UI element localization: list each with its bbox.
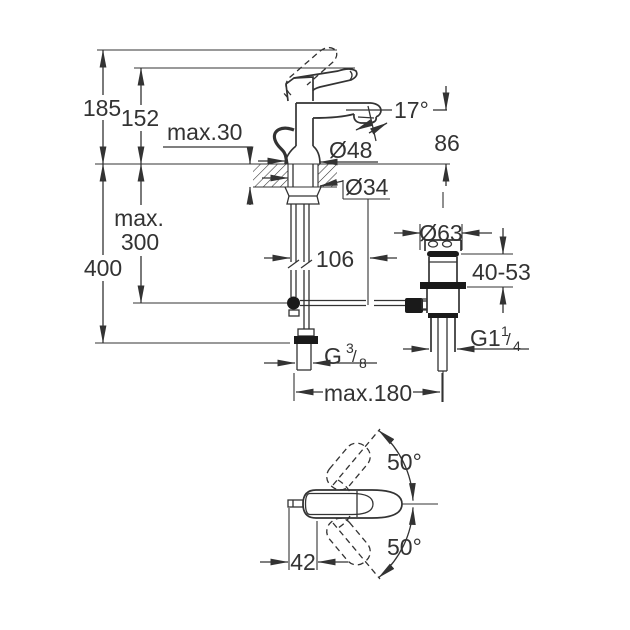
dim-label-g38-prefix: G [324,343,342,369]
swivel-arc-dimensions: 50° 50° [378,430,422,578]
dimension-86: 86 [434,86,460,186]
faucet-body [272,46,382,165]
dim-label-d48: Ø48 [329,137,372,163]
dim-label-max300-line1: max. [114,205,164,231]
dim-label-d34: Ø34 [345,174,389,200]
waste-body-ring [428,313,458,318]
dim-label-50deg-upper: 50° [387,449,422,475]
waste-cap [427,251,459,257]
hose-collar [297,328,315,337]
dimension-185: 185 [83,49,121,165]
dim-label-g114-denominator: 4 [513,338,521,354]
deck-section [253,164,337,205]
dimension-max30: max.30 [163,119,254,205]
mounting-washer [284,186,322,197]
dimension-17deg: 17° [346,97,447,142]
dim-label-50deg-lower: 50° [387,534,422,560]
pipe-break-mark [287,259,300,269]
dimension-d48: Ø48 [258,137,378,166]
handle-top-view [287,489,438,519]
pipe-break-mark [300,259,313,269]
rod-ball-joint [287,296,300,310]
mounting-nut [286,195,320,205]
dim-label-g38-numerator: 3 [346,340,354,356]
dim-label-106: 106 [316,246,354,272]
dim-label-g38-denominator: 8 [359,355,367,371]
dimension-d63: Ø63 [394,192,492,250]
dim-label-17deg: 17° [394,97,429,123]
dimension-40-53: 40-53 [461,228,531,313]
dim-label-152: 152 [121,105,159,131]
dimension-400: 400 [84,163,122,344]
pop-up-rod [287,296,427,317]
pull-rod-knob [272,126,295,165]
lever-position-upper-dashed [326,442,371,491]
deck-hatch-right [318,164,337,187]
supply-pipes [287,204,318,371]
waste-top-hole [441,240,453,248]
rod-adjust-knob [405,298,423,313]
swivel-positions-dashed [326,428,381,580]
deck-hatch-left [253,164,288,187]
dimension-42: 42 [260,508,348,575]
dim-label-g114-prefix: G1 [470,325,501,351]
waste-seal [420,282,466,289]
dim-label-max300-line2: 300 [121,229,159,255]
g38-nut [294,336,318,344]
dim-label-g38-slash: / [352,347,357,366]
dimension-d34: Ø34 [262,174,390,305]
top-view: 50° 50° 42 [260,428,438,580]
reference-lines [95,49,450,344]
lever-handle [285,76,314,102]
dim-label-max30: max.30 [167,119,242,145]
waste-top-hole [427,240,439,248]
dim-label-max180: max.180 [324,380,412,406]
spout-aerator [353,113,377,124]
pull-rod-top-view [287,499,304,508]
dim-label-86: 86 [434,130,460,156]
dimension-max180: max.180 [293,373,443,406]
lever-position-lower-dashed [326,517,371,566]
dim-label-185: 185 [83,95,121,121]
front-view: 185 152 max.30 400 max. 300 [83,46,531,406]
dimension-106: 106 [264,246,397,272]
dim-label-40-53: 40-53 [472,259,531,285]
drain-waste [420,239,466,402]
dimension-152: 152 [121,67,159,165]
dim-label-400: 400 [84,255,122,281]
dimension-max300: max. 300 [114,163,164,304]
dimension-g38: G 3 / 8 [264,340,377,371]
lever-raised-dashed [285,46,338,96]
dim-label-42: 42 [290,549,316,575]
dim-label-g114-numerator: 1 [501,323,509,339]
dim-label-g114-slash: / [506,330,511,349]
lever-inner-outline [304,492,374,516]
dim-label-d63: Ø63 [419,220,462,246]
handle-outline [302,489,403,519]
dimension-g114: G1 1 / 4 [403,323,529,354]
